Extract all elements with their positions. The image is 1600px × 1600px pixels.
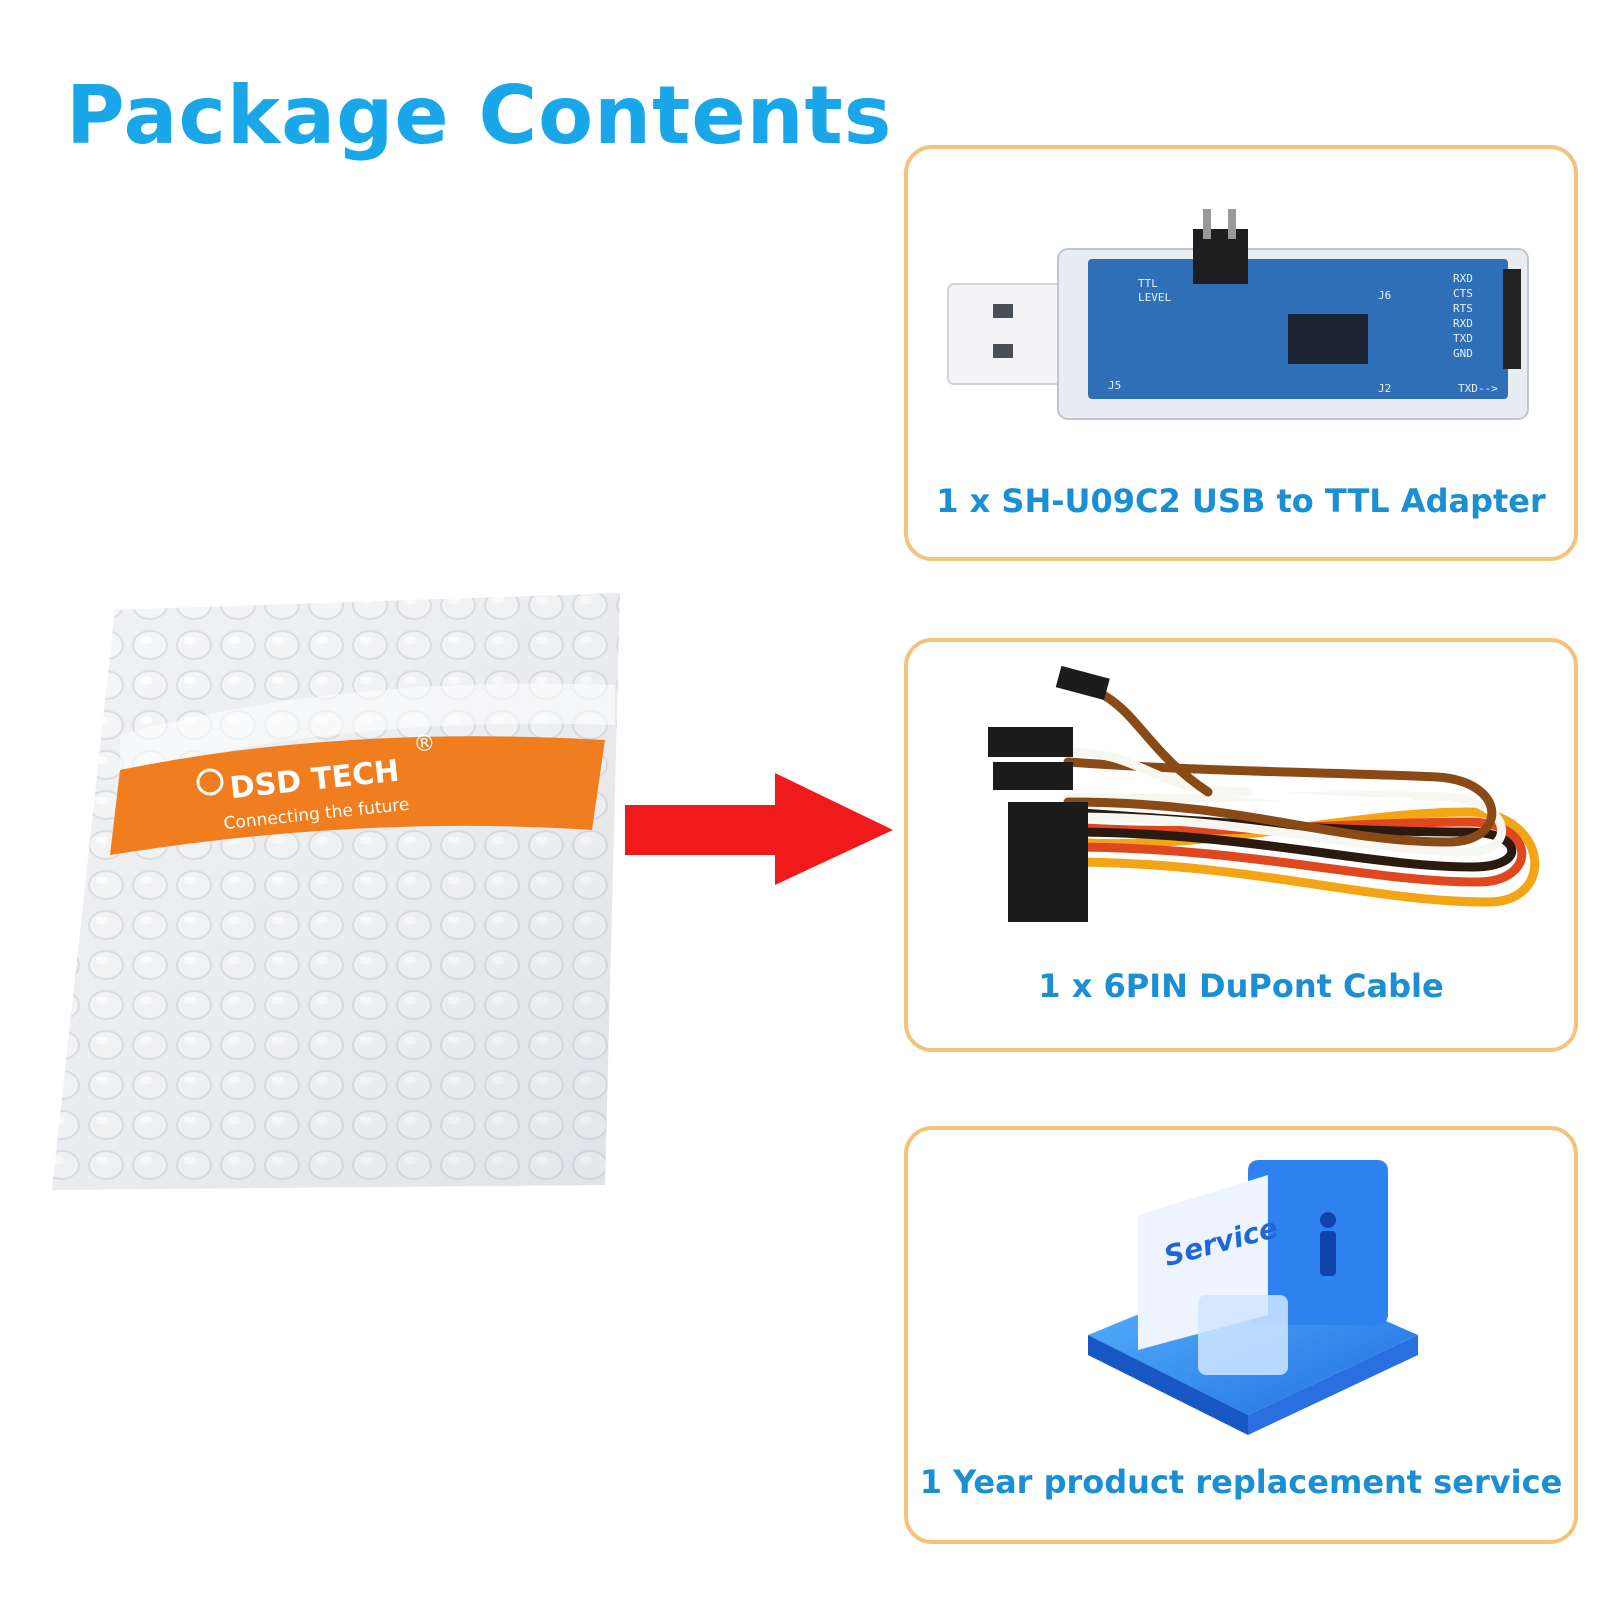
page-title: Package Contents xyxy=(66,69,893,162)
service-icon: Service xyxy=(1088,1160,1418,1435)
pin-label: RXD xyxy=(1453,317,1473,330)
bubble-mailer-image: DSD TECH ® Connecting the future xyxy=(52,593,620,1190)
dupont-cable-image xyxy=(988,665,1540,922)
right-arrow-icon xyxy=(625,773,893,885)
item-card-usb-adapter: TTL LEVEL J6 J5 J2 TXD--> RXD CTS RTS RX… xyxy=(904,145,1578,561)
usb-ttl-adapter-image: TTL LEVEL J6 J5 J2 TXD--> RXD CTS RTS RX… xyxy=(947,209,1529,420)
board-marking: J5 xyxy=(1108,379,1121,392)
item-label: 1 x 6PIN DuPont Cable xyxy=(1038,967,1444,1005)
pin-label: TXD xyxy=(1453,332,1473,345)
board-marking: TTL xyxy=(1138,277,1158,290)
pin-label: GND xyxy=(1453,347,1473,360)
pin-label: CTS xyxy=(1453,287,1473,300)
registered-mark: ® xyxy=(412,731,436,758)
pin-label: RTS xyxy=(1453,302,1473,315)
board-marking: J2 xyxy=(1378,382,1391,395)
item-label: 1 Year product replacement service xyxy=(919,1463,1563,1501)
brand-logo-icon xyxy=(196,768,224,796)
item-card-service: Service 1 Year product replacement servi… xyxy=(904,1126,1578,1544)
item-label: 1 x SH-U09C2 USB to TTL Adapter xyxy=(936,482,1546,520)
pin-label: RXD xyxy=(1453,272,1473,285)
board-marking: J6 xyxy=(1378,289,1391,302)
board-marking: TXD--> xyxy=(1458,382,1498,395)
item-card-dupont-cable: 1 x 6PIN DuPont Cable xyxy=(904,638,1578,1052)
board-marking: LEVEL xyxy=(1138,291,1171,304)
